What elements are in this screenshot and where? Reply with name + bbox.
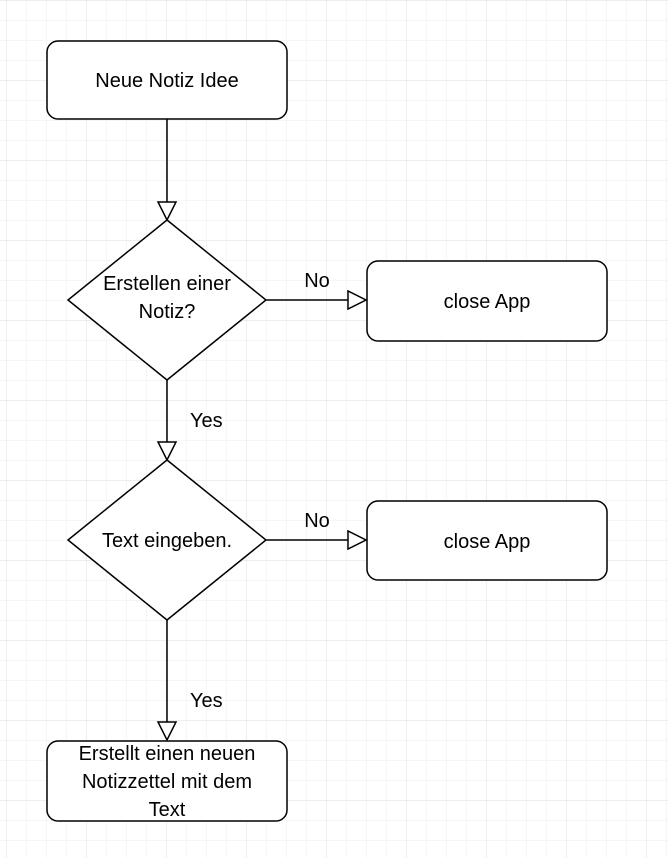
node-end[interactable]: Erstellt einen neuen Notizzettel mit dem… [46,740,288,822]
arrowhead-icon [347,289,368,311]
node-close-app-1[interactable]: close App [366,260,608,342]
edge-label-yes: Yes [190,690,223,712]
edge-label-no: No [304,270,330,292]
node-label: Notiz? [139,301,196,323]
arrowhead-icon [347,529,368,551]
node-decision1[interactable]: Erstellen einer Notiz? [66,219,268,381]
node-start[interactable]: Neue Notiz Idee [46,40,288,120]
node-decision2[interactable]: Text eingeben. [66,459,268,621]
node-label: Erstellt einen neuen [79,743,256,765]
edge-decision1-to-close1[interactable]: No [266,270,368,311]
node-close-app-2[interactable]: close App [366,500,608,581]
arrowhead-icon [156,201,178,222]
arrowhead-icon [156,721,178,742]
edge-decision2-to-close2[interactable]: No [266,510,368,551]
edge-label-no: No [304,510,330,532]
node-label: Erstellen einer [103,273,231,295]
node-label: close App [444,531,531,553]
edge-decision1-to-decision2[interactable]: Yes [156,380,223,462]
node-label: Text [149,799,186,821]
edge-label-yes: Yes [190,410,223,432]
edge-decision2-to-end[interactable]: Yes [156,620,223,742]
node-label: Text eingeben. [102,530,232,552]
node-label: close App [444,291,531,313]
arrowhead-icon [156,441,178,462]
edge-start-to-decision1[interactable] [156,119,178,222]
node-label: Notizzettel mit dem [82,771,252,793]
node-label: Neue Notiz Idee [95,70,238,92]
